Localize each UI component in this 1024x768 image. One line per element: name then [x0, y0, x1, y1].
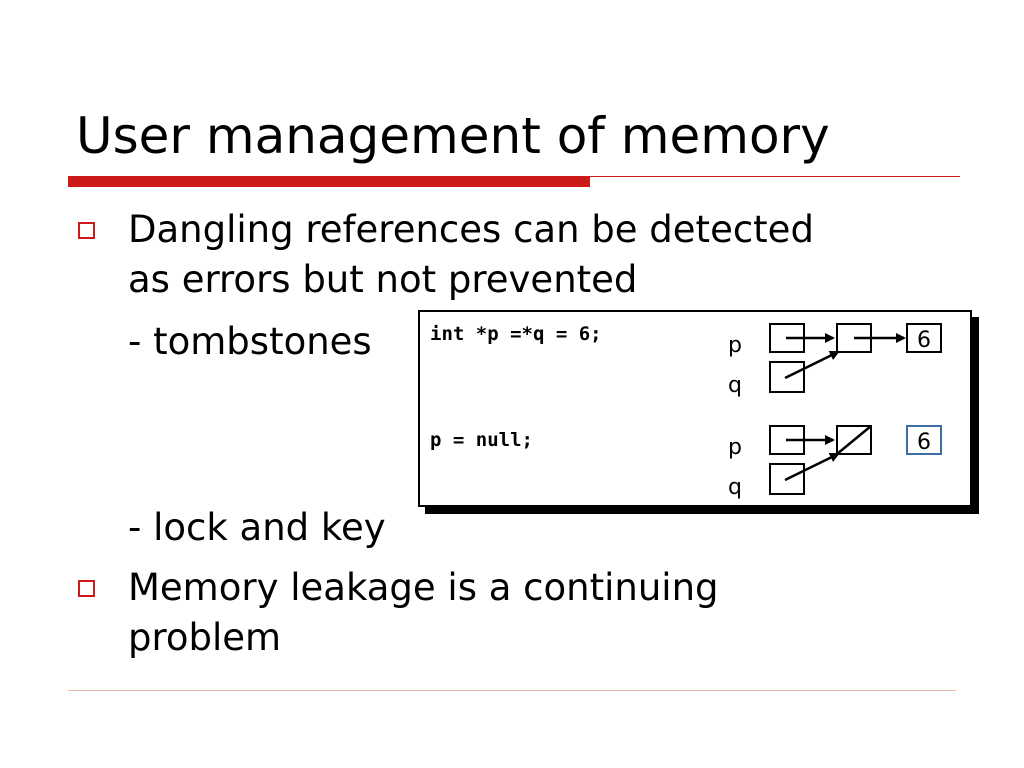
value-box-1: [906, 323, 942, 353]
bullet-2-line-2: problem: [128, 616, 282, 659]
label-q-1: q: [728, 373, 742, 398]
title-underline-thick: [68, 176, 590, 187]
bullet-1-line-2: as errors but not prevented: [128, 258, 638, 301]
q-pointer-box-1: [769, 361, 805, 393]
code-line-null: p = null;: [430, 429, 533, 451]
sub-item-lock-and-key: - lock and key: [128, 506, 386, 549]
bullet-square-icon: [78, 222, 95, 239]
value-2: 6: [917, 430, 931, 455]
bullet-square-icon: [78, 580, 95, 597]
code-example-panel: int *p =*q = 6; p = null; p q p q 6 6: [418, 310, 972, 507]
label-q-2: q: [728, 475, 742, 500]
q-pointer-box-2: [769, 463, 805, 495]
value-1: 6: [917, 328, 931, 353]
arrow-q-to-tombstone-2: [784, 452, 840, 482]
label-p-1: p: [728, 333, 742, 358]
code-line-assign: int *p =*q = 6;: [430, 323, 602, 345]
bullet-1-line-1: Dangling references can be detected: [128, 208, 814, 251]
arrow-q-to-tombstone-1: [784, 350, 840, 380]
sub-item-tombstones: - tombstones: [128, 320, 372, 363]
slide-title: User management of memory: [76, 107, 830, 165]
value-box-2: [906, 425, 942, 455]
tombstone-null-slash: [836, 425, 872, 455]
rule-bottom: [68, 690, 956, 691]
label-p-2: p: [728, 435, 742, 460]
title-underline-thin: [590, 176, 960, 177]
pointer-diagram: p q p q 6 6: [728, 323, 942, 500]
bullet-2-line-1: Memory leakage is a continuing: [128, 566, 719, 609]
tombstone-box-2: [836, 425, 872, 455]
